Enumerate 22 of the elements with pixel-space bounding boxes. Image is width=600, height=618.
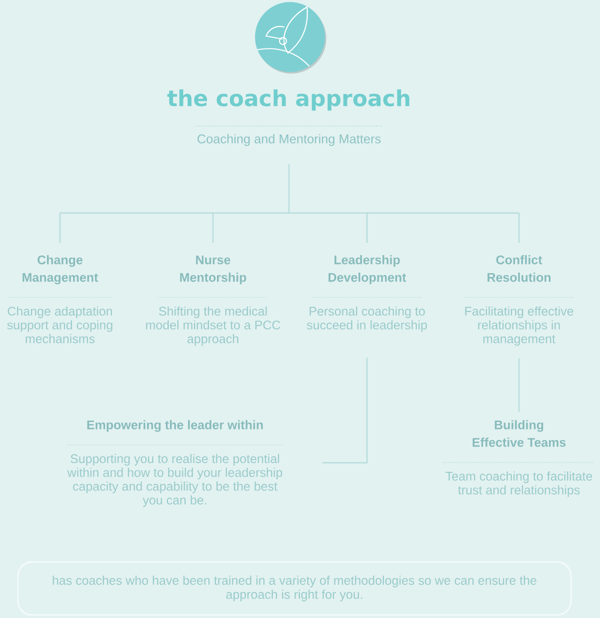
heading: Empowering the leader within: [87, 420, 263, 432]
connector-line: [322, 358, 368, 464]
description: Personal coaching to succeed in leadership: [306, 306, 427, 332]
heading: Change Management: [22, 255, 98, 284]
connector-line: [59, 213, 61, 243]
description: Facilitating effective relationships in management: [465, 306, 574, 346]
heading: Building Effective Teams: [472, 420, 566, 447]
connector-line: [366, 213, 368, 243]
subtitle: Coaching and Mentoring Matters: [198, 134, 381, 146]
description: Shifting the medical model mindset to a PCC approach: [146, 306, 280, 346]
connector-line: [212, 213, 214, 243]
title: the coach approach: [167, 89, 410, 111]
description: Change adaptation support and coping mechanisms: [7, 306, 112, 344]
description: Team coaching to facilitate trust and relationships: [446, 471, 592, 497]
heading: Nurse Mentorship: [180, 256, 246, 284]
connector-line: [518, 358, 520, 412]
note-box: has coaches who have been trained in a variety of methodologies so we can ensure the approach is right for you.: [17, 561, 572, 616]
description: Supporting you to realise the potential within and how to build your leadership capacity and capability to be the best you can be.: [67, 454, 282, 507]
heading: Leadership Development: [328, 255, 406, 284]
heading: Conflict Resolution: [488, 255, 551, 282]
connector-line: [518, 213, 520, 243]
connector-line: [59, 164, 520, 214]
